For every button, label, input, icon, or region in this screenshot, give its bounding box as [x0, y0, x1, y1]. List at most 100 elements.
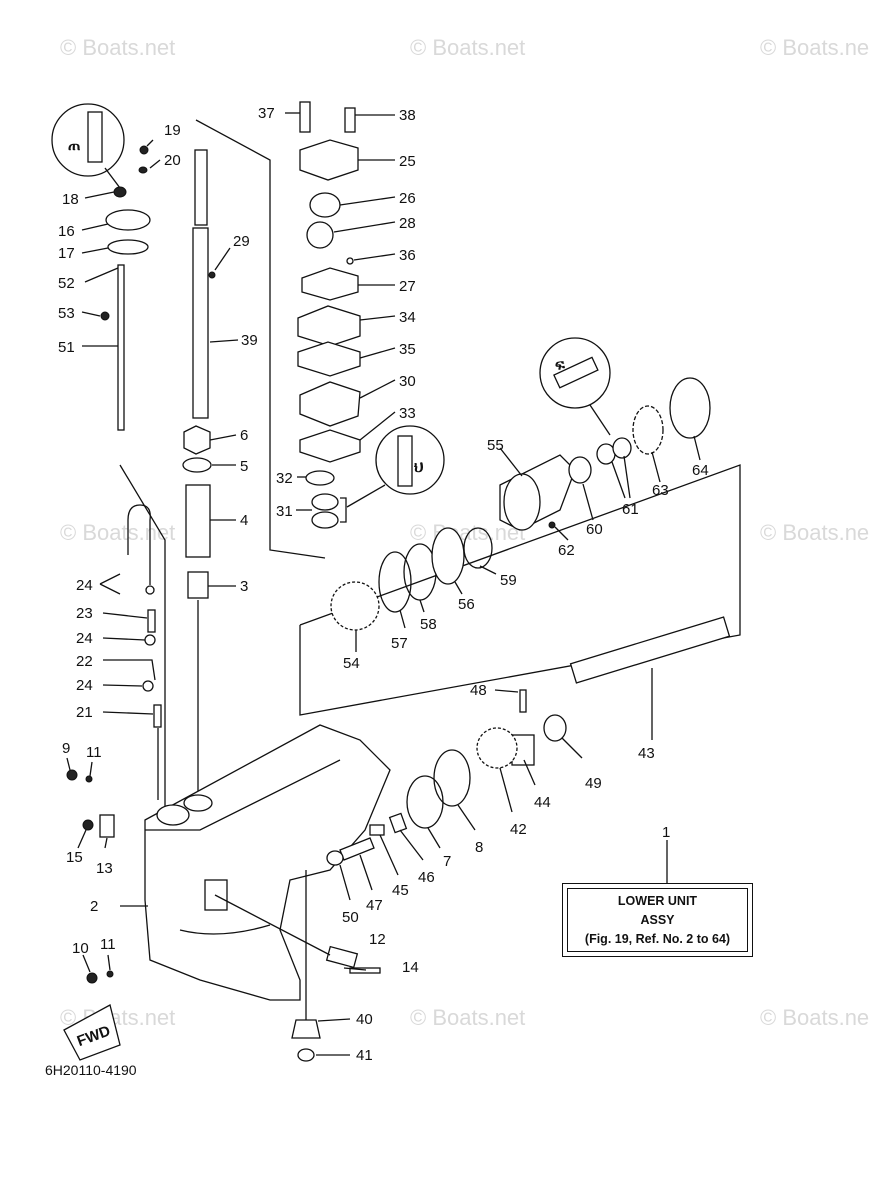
bolt-15-icon: [82, 819, 94, 831]
pump-case-base-icon: [299, 381, 361, 427]
leader-line: [346, 484, 386, 508]
callout-55: 55: [487, 437, 504, 454]
grease-detail-circle: [375, 425, 445, 495]
callout-17: 17: [58, 245, 75, 262]
watermark-text: © Boats.net: [410, 1005, 525, 1030]
grease-detail-pin: [397, 435, 413, 487]
callout-30: 30: [399, 373, 416, 390]
callout-26: 26: [399, 190, 416, 207]
callout-43: 43: [638, 745, 655, 762]
watermark-text: © Boats.net: [60, 35, 175, 60]
pin-62-icon: [548, 521, 556, 529]
callout-50: 50: [342, 909, 359, 926]
spring-46-icon: [388, 812, 408, 834]
grease-detail-circle: [539, 337, 611, 409]
callout-11: 11: [86, 744, 102, 761]
callout-49: 49: [585, 775, 602, 792]
circlip-53-icon: [100, 311, 110, 321]
casing-fin-line: [179, 924, 271, 935]
callout-39: 39: [241, 332, 258, 349]
pump-housing-icon: [299, 139, 359, 181]
lower-casing-icon: [144, 724, 391, 1001]
hose-clamp-icon: [145, 585, 155, 595]
ring-nut-64-icon: [669, 377, 711, 439]
propeller-shaft-43-icon: [569, 616, 731, 684]
callout-58: 58: [420, 616, 437, 633]
washer-11-icon: [106, 970, 114, 978]
pinion-gear-54-icon: [330, 581, 380, 631]
impeller-icon: [306, 221, 334, 249]
shift-rod-group-boundary: [119, 464, 166, 820]
callout-60: 60: [586, 521, 603, 538]
callout-16: 16: [58, 223, 75, 240]
callout-63: 63: [652, 482, 669, 499]
thrust-washer-58-icon: [403, 543, 437, 601]
callout-33: 33: [399, 405, 416, 422]
hose-clamp-icon: [144, 634, 156, 646]
callout-24: 24: [76, 677, 93, 694]
oil-seal-61a-icon: [596, 443, 616, 465]
lubricant-detail-circles: ጠ ህ ፍ: [51, 103, 611, 508]
pin-48-icon: [519, 689, 527, 713]
callout-15: 15: [66, 849, 83, 866]
callout-4: 4: [240, 512, 248, 529]
shim-7-icon: [406, 775, 444, 829]
callout-38: 38: [399, 107, 416, 124]
o-ring-17-icon: [107, 239, 149, 255]
callout-46: 46: [418, 869, 435, 886]
assembly-boundaries: [119, 119, 741, 820]
shift-rod-parts: [100, 145, 151, 431]
boot-holder-16-icon: [105, 209, 151, 231]
callout-37: 37: [258, 105, 275, 122]
insert-cartridge-icon: [309, 192, 341, 218]
pinion-gear-40-icon: [291, 1019, 321, 1039]
hose-22-icon: [140, 659, 156, 681]
callout-8: 8: [475, 839, 483, 856]
needle-bearing-60-icon: [568, 456, 592, 484]
callout-20: 20: [164, 152, 181, 169]
lubricant-symbol-icon: ፍ: [555, 357, 566, 374]
plunger-45-icon: [369, 824, 385, 836]
drive-shaft-parts: [182, 149, 216, 800]
callout-10: 10: [72, 940, 89, 957]
callout-64: 64: [692, 462, 709, 479]
washer-20-icon: [138, 166, 148, 174]
pin-36-icon: [346, 257, 354, 265]
leader-lines: [66, 112, 701, 1056]
gear-parts: [326, 377, 731, 866]
callout-32: 32: [276, 470, 293, 487]
casing-bore-icon: [183, 794, 213, 812]
callout-56: 56: [458, 596, 475, 613]
callout-11: 11: [100, 936, 116, 953]
ball-bearing-56-icon: [431, 527, 465, 585]
o-ring-32-icon: [305, 470, 335, 486]
assy-title-line1: LOWER UNIT: [617, 893, 698, 908]
fwd-arrow: FWD: [63, 1004, 121, 1061]
callout-48: 48: [470, 682, 487, 699]
bolt-38-icon: [344, 107, 356, 133]
callout-6: 6: [240, 427, 248, 444]
bearing-housing-flange-icon: [503, 473, 541, 531]
callout-41: 41: [356, 1047, 373, 1064]
clutch-spring-49-icon: [543, 714, 567, 742]
callout-36: 36: [399, 247, 416, 264]
callout-59: 59: [500, 572, 517, 589]
callout-34: 34: [399, 309, 416, 326]
callout-13: 13: [96, 860, 113, 877]
callout-23: 23: [76, 605, 93, 622]
bearing-3-icon: [187, 571, 209, 599]
callout-51: 51: [58, 339, 75, 356]
watermark-text: © Boats.net: [410, 520, 525, 545]
callout-2: 2: [90, 898, 98, 915]
lubricant-symbol-icon: ጠ: [68, 137, 81, 154]
bolt-37-icon: [299, 101, 311, 133]
hose-clamp-icon: [142, 680, 154, 692]
watermark-text: © Boats.net: [760, 1005, 869, 1030]
callout-labels: 37 38 25 26 28 36 27 34 35 30 33 32 31 1…: [58, 105, 709, 1064]
gasket-35-icon: [297, 341, 361, 377]
assy-box-inner: LOWER UNIT ASSY (Fig. 19, Ref. No. 2 to …: [567, 888, 748, 952]
callout-1: 1: [662, 824, 670, 841]
callout-61: 61: [622, 501, 639, 518]
lubricant-symbol-icon: ህ: [414, 459, 424, 476]
